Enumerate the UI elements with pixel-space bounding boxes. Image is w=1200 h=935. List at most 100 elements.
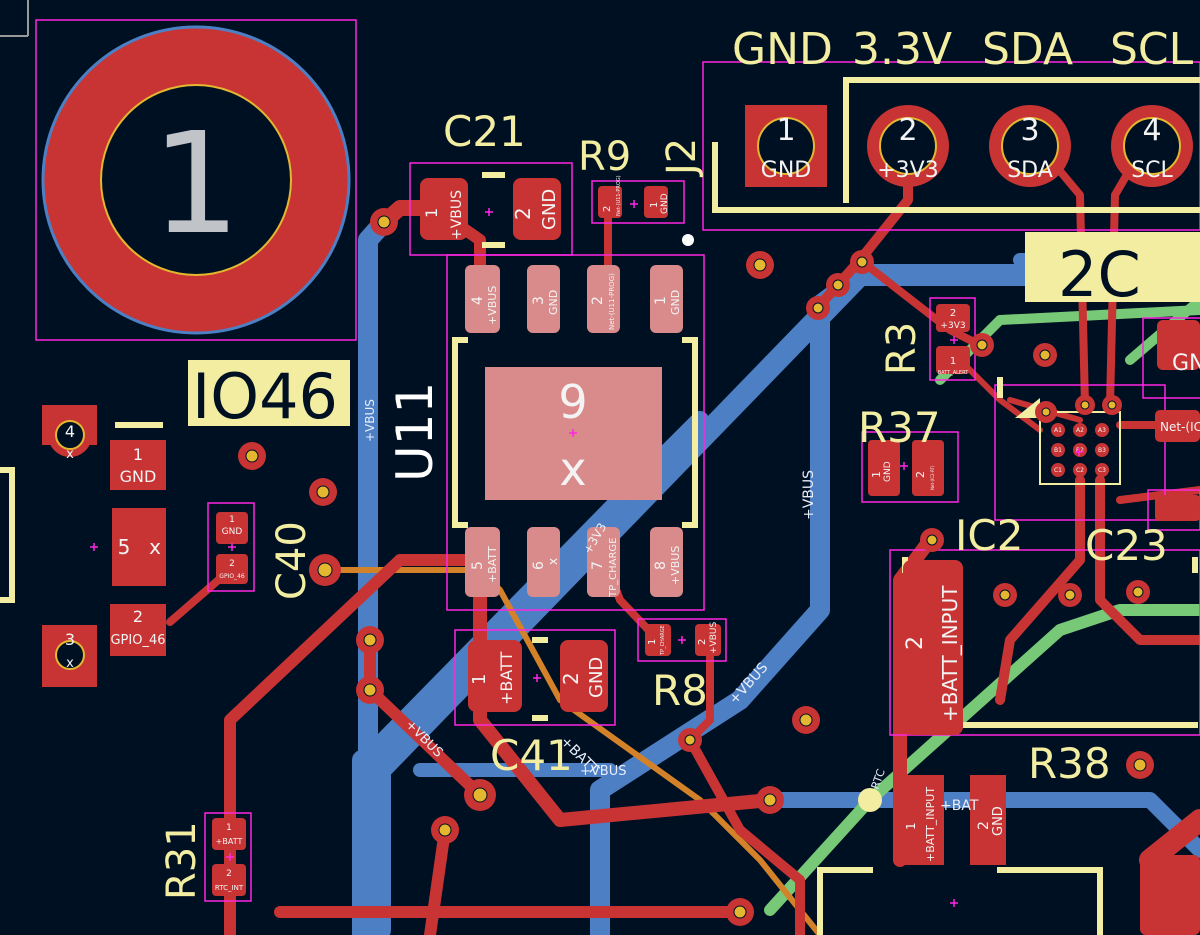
r8-p1-num: 1	[647, 639, 658, 645]
r9-pad-1[interactable]	[644, 186, 668, 218]
header-3v3-label: 3.3V	[852, 24, 952, 75]
test-point[interactable]	[858, 788, 882, 812]
ic2-bottom-pad-1[interactable]	[902, 775, 944, 865]
r31-pad-2[interactable]	[212, 864, 246, 896]
u11-p6-num: 6	[531, 561, 547, 570]
r3-pad-1[interactable]	[936, 346, 970, 374]
bga-c1[interactable]	[1051, 463, 1065, 477]
c21-ref: C21	[443, 107, 526, 156]
bga-c2[interactable]	[1073, 463, 1087, 477]
j2-pad-3-number: 3	[1020, 113, 1039, 148]
io-p3-num: 3	[65, 630, 75, 649]
bga-b3[interactable]	[1095, 443, 1109, 457]
bga-b1[interactable]	[1051, 443, 1065, 457]
ic2-bottom-pad-2[interactable]	[970, 775, 1006, 865]
r37-pad-2[interactable]	[912, 440, 944, 496]
u11-p8-num: 8	[653, 561, 669, 570]
io-p5-net: x	[149, 535, 161, 559]
u11-p1-net: GND	[669, 290, 682, 315]
j2-pad-2-number: 2	[898, 113, 917, 148]
io-p2-net: GPIO_46	[110, 633, 165, 648]
r37-p1-net: GND	[883, 461, 893, 482]
bga-a1[interactable]	[1051, 423, 1065, 437]
c41-p2-net: GND	[586, 657, 607, 698]
u11-p9-net: x	[559, 442, 586, 496]
r9-p1-num: 1	[649, 202, 660, 208]
vias	[48, 208, 1154, 926]
c41-pad-1[interactable]	[468, 640, 522, 712]
mounting-hole-1[interactable]: 1	[41, 25, 351, 335]
ic2-pad-2[interactable]	[903, 560, 963, 735]
bga-a3-label: A3	[1098, 427, 1106, 434]
r8-ref: R8	[652, 666, 708, 715]
r37-p1-num: 1	[870, 471, 883, 478]
r9-pad-2[interactable]	[598, 186, 622, 218]
r31-pad-1[interactable]	[212, 818, 246, 850]
u11-pad-8[interactable]	[650, 527, 683, 597]
ic2-p2-net: +BATT_INPUT	[938, 585, 962, 722]
vbus-trace-mid[interactable]	[590, 295, 830, 935]
u11-ref: U11	[386, 382, 444, 482]
c41-p1-num: 1	[469, 674, 490, 685]
u11-pad-7[interactable]	[587, 527, 620, 597]
c40-pad-1[interactable]	[216, 512, 248, 544]
j2-header[interactable]: 1 GND 2 +3V3 3 SDA 4 SCL	[745, 105, 1193, 187]
r38-ref: R38	[1028, 739, 1111, 788]
bga-b2[interactable]	[1073, 443, 1087, 457]
c21-p1-net: +VBUS	[449, 190, 465, 240]
u11-ic[interactable]	[465, 265, 683, 597]
edge-pad-small[interactable]	[1155, 495, 1200, 521]
c21-pad-1[interactable]	[420, 178, 468, 240]
edge-net-ic2: Net-(IC2	[1160, 420, 1200, 434]
c21-p2-net: GND	[539, 189, 560, 230]
mounting-hole-number: 1	[151, 103, 240, 266]
rtc-trace[interactable]	[764, 604, 1200, 916]
io-p3-net: x	[66, 656, 74, 671]
r3-p1-net: BATT_ALERT	[938, 370, 969, 376]
r8-pad-1[interactable]	[645, 624, 671, 656]
c41-p1-net: +BATT	[497, 651, 516, 705]
r9-p2-net: Net-(U11-PROG)	[616, 175, 622, 216]
c41-pad-2[interactable]	[560, 640, 608, 712]
u11-pad-5[interactable]	[465, 527, 500, 597]
r31-p2-net: RTC_INT	[215, 884, 244, 892]
r8-pad-2[interactable]	[695, 624, 721, 656]
u11-pad-1[interactable]	[650, 265, 683, 333]
bga-b3-label: B3	[1098, 447, 1106, 454]
vbus-trace-diagonal[interactable]	[369, 264, 1200, 935]
io-pad-1[interactable]	[110, 440, 166, 490]
u11-pad-6[interactable]	[527, 527, 560, 597]
edge-gn-net: GN	[1172, 351, 1200, 376]
io-pad-2[interactable]	[110, 604, 166, 656]
header-sda-label: SDA	[982, 24, 1073, 75]
j2-pad-1-number: 1	[776, 113, 795, 148]
u11-pad-3[interactable]	[527, 265, 560, 333]
io-p4-num: 4	[65, 422, 75, 441]
j2-ref: J2	[659, 138, 705, 178]
u11-pad-4[interactable]	[465, 265, 500, 333]
ic2-bga[interactable]: A1 A2 A3 B1 B2 B3 C1 C2 C3	[1015, 398, 1121, 485]
r37-pad-1[interactable]	[868, 440, 900, 496]
bga-a2[interactable]	[1073, 423, 1087, 437]
bga-a3[interactable]	[1095, 423, 1109, 437]
c40-p2-net: GPIO_46	[219, 573, 245, 580]
net-vbus-mid: +VBUS	[801, 470, 817, 520]
r3-ref: R3	[879, 322, 925, 375]
edge-pad-gn[interactable]	[1157, 320, 1200, 370]
edge-pad-net[interactable]	[1155, 410, 1200, 442]
u11-p5-net: +BATT	[486, 546, 499, 583]
u11-pad-2[interactable]	[587, 265, 620, 333]
io-pad-5[interactable]	[112, 508, 166, 586]
u11-p2-net: Net-(U11-PROG)	[608, 273, 616, 330]
edge-pad-bottom[interactable]	[1140, 855, 1200, 935]
c40-pad-2[interactable]	[216, 554, 248, 584]
ic2-bot-p2-num: 2	[976, 821, 992, 830]
r31-p1-net: +BATT	[216, 837, 243, 846]
r3-pad-2[interactable]	[936, 304, 970, 332]
c40-p1-net: GND	[222, 527, 243, 537]
net-vbus-bottom: +VBUS	[580, 764, 626, 779]
bga-c3[interactable]	[1095, 463, 1109, 477]
c21-pad-2[interactable]	[513, 178, 561, 240]
